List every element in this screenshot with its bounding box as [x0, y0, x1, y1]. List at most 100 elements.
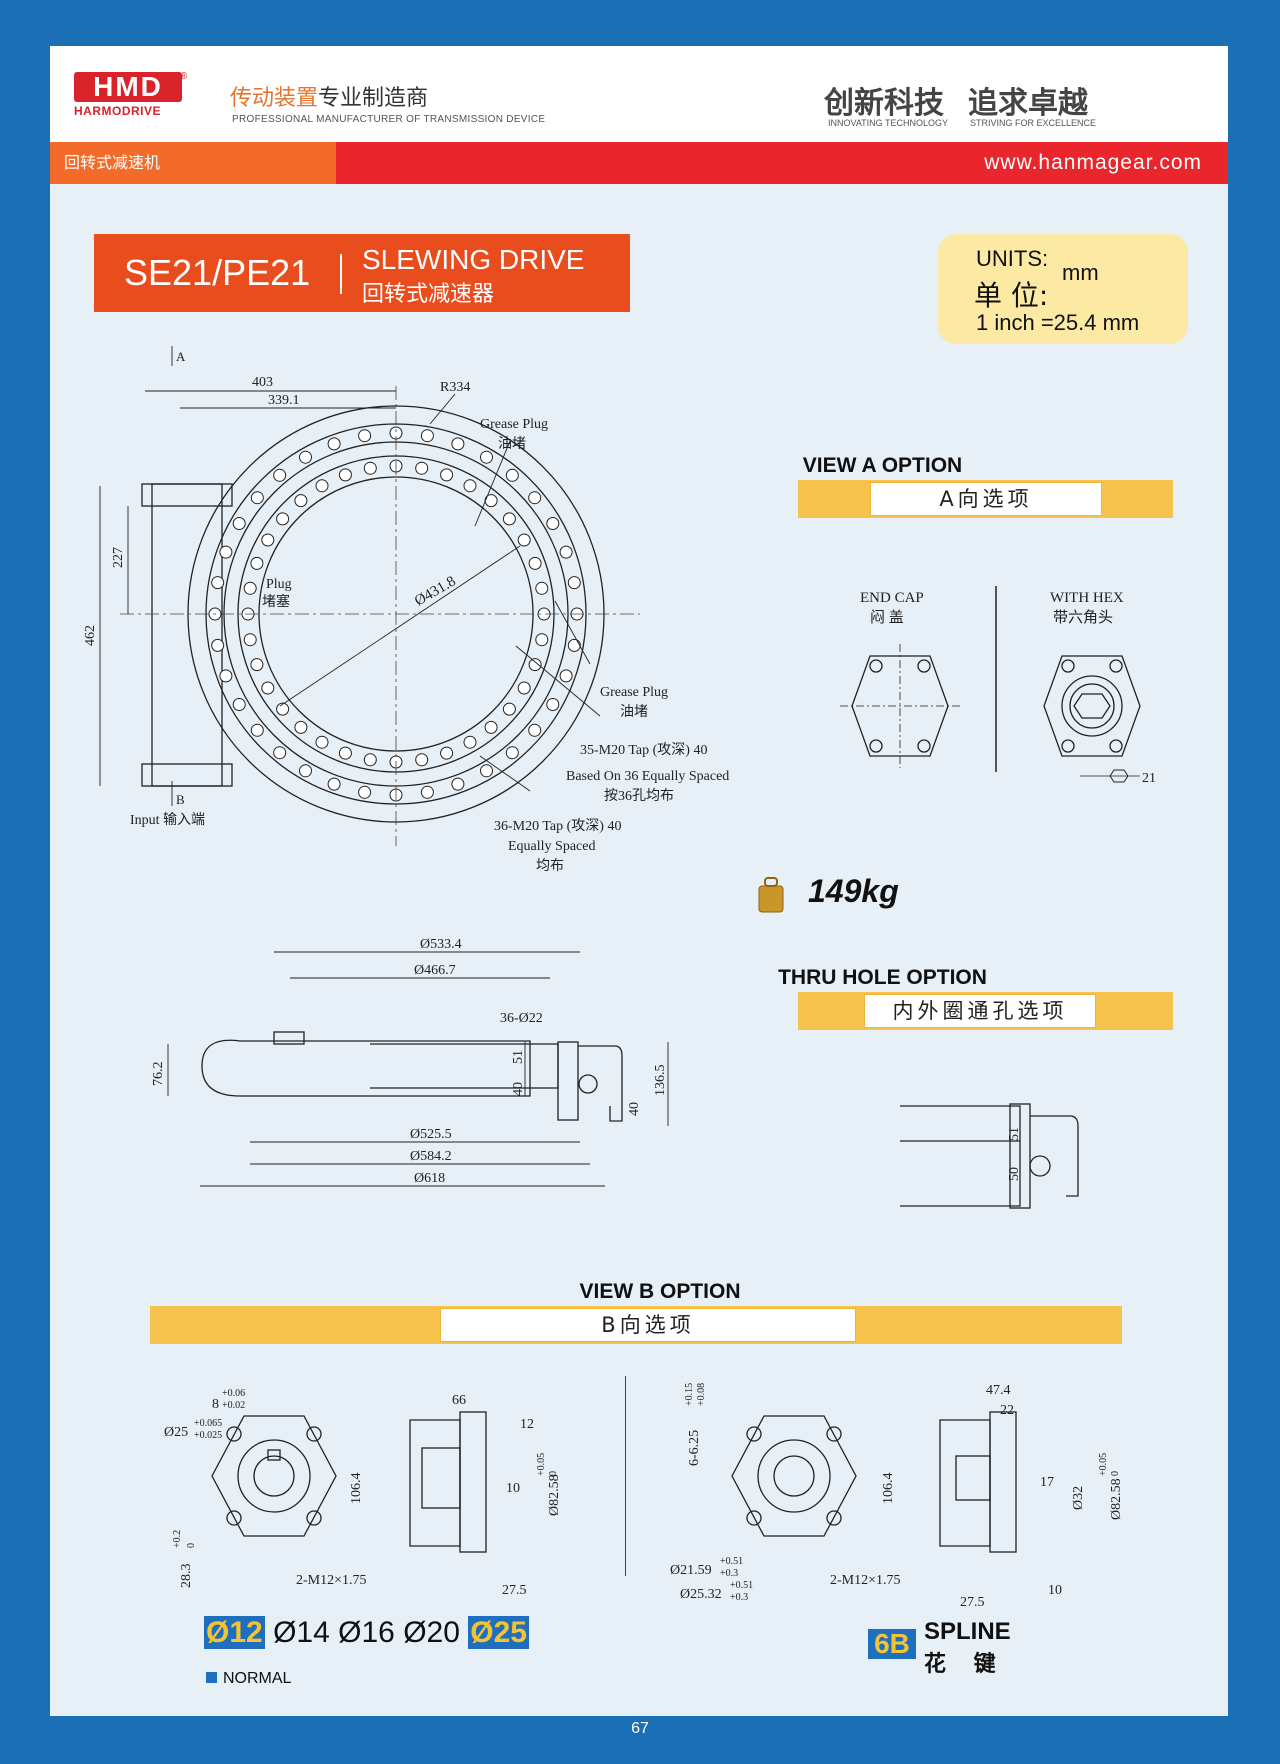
key-height: 28.3 — [179, 1564, 194, 1589]
dim-4667: Ø466.7 — [414, 963, 456, 978]
view-b-spline-drawing: 6-6.25 +0.15 +0.08 Ø21.59 +0.51 +0.3 Ø25… — [670, 1383, 1124, 1606]
pilot-a-tol-upper: +0.05 — [536, 1453, 547, 1476]
website-link[interactable]: www.hanmagear.com — [984, 151, 1202, 174]
worm-housing-outline — [151, 483, 223, 787]
dim-5255: Ø525.5 — [410, 1127, 452, 1142]
inner-bolt-hole — [338, 746, 352, 760]
slogan-innovation-en: INNOVATING TECHNOLOGY — [828, 118, 949, 128]
outer-bolt-hole — [211, 638, 225, 652]
inner-bolt-hole — [502, 512, 516, 526]
category-bar: 回转式减速机 www.hanmagear.com — [50, 142, 1228, 184]
end-cap-flange — [840, 644, 960, 768]
plug-cn: 堵塞 — [262, 593, 290, 610]
width-275-a: 27.5 — [502, 1583, 527, 1598]
thread-spec-a: 2-M12×1.75 — [296, 1573, 367, 1588]
bore-tol-lower: +0.025 — [194, 1430, 222, 1441]
grease-plug-1-cn: 油堵 — [498, 436, 526, 452]
page-number: 67 — [631, 1720, 649, 1737]
height-1064-b: 106.4 — [881, 1473, 896, 1505]
brand-logo: HMD HARMODRIVE — [74, 72, 184, 122]
inner-bolt-hole — [517, 681, 531, 695]
units-label-en: UNITS: — [976, 246, 1049, 271]
dim-36-holes: 36-Ø22 — [500, 1011, 543, 1026]
inner-bolt-hole — [484, 720, 498, 734]
outer-bolt-hole — [358, 785, 372, 799]
major-tol-lower: +0.3 — [730, 1592, 748, 1603]
pilot-b-tol-lower: 0 — [1110, 1471, 1121, 1476]
pilot-diameter-b: Ø82.58 — [1109, 1478, 1124, 1520]
inner-bolt-hole — [535, 581, 549, 595]
units-value: mm — [1062, 260, 1099, 285]
inner-bolt-hole — [261, 681, 275, 695]
with-hex-label-cn: 带六角头 — [1053, 609, 1113, 626]
outer-bolt-hole — [250, 723, 264, 737]
shaft-diameter-32: Ø32 — [1071, 1486, 1086, 1510]
width-275-b: 27.5 — [960, 1595, 985, 1606]
key-width-tol-lower: +0.02 — [222, 1400, 245, 1411]
units-box: UNITS: 单 位: mm 1 inch =25.4 mm — [938, 234, 1188, 344]
grease-plug-2-en: Grease Plug — [600, 685, 668, 700]
view-b-title: VIEW B OPTION — [579, 1280, 741, 1303]
view-b-title-cn: B向选项 — [440, 1308, 856, 1342]
inner-bolt-hole — [415, 753, 429, 767]
inner-bolt-hole — [261, 533, 275, 547]
inner-bolt-hole — [502, 702, 516, 716]
section-view-drawing: Ø533.4 Ø466.7 36-Ø22 76.2 51 40 40 136.5… — [151, 937, 669, 1187]
dim-462: 462 — [83, 625, 98, 646]
major-tol-upper: +0.51 — [730, 1580, 753, 1591]
end-cap-label-en: END CAP — [860, 590, 924, 606]
inner-bolt-hole — [463, 735, 477, 749]
inner-bolt-hole — [528, 658, 542, 672]
inner-bolt-hole — [363, 461, 377, 475]
bore-diameter: Ø25 — [164, 1425, 188, 1440]
spline-side-section — [939, 1411, 1017, 1553]
outer-bolt-hole — [327, 777, 341, 791]
spline-code: 6B — [868, 1629, 916, 1659]
dim-1365: 136.5 — [653, 1065, 668, 1097]
outer-bolt-holes — [208, 426, 584, 802]
pilot-b-tol-upper: +0.05 — [1098, 1453, 1109, 1476]
dim-762: 76.2 — [151, 1062, 166, 1087]
inner-bolt-hole — [294, 494, 308, 508]
spline-label-cn: 花 键 — [924, 1652, 1006, 1677]
grease-leader-2 — [554, 600, 591, 665]
units-conversion: 1 inch =25.4 mm — [976, 310, 1140, 335]
spline-height-tol-upper: +0.15 — [684, 1383, 695, 1406]
hex-size: 21 — [1142, 771, 1156, 786]
dim-403: 403 — [252, 375, 273, 390]
inner-bolt-hole — [528, 556, 542, 570]
dim-diameter-line — [279, 545, 521, 707]
slogan-excellence: 追求卓越 — [968, 86, 1088, 121]
tap-note-2: 36-M20 Tap (攻深) 40 — [494, 818, 621, 834]
height-1064-a: 106.4 — [349, 1473, 364, 1505]
minor-tol-upper: +0.51 — [720, 1556, 743, 1567]
keyed-flange — [211, 1415, 337, 1537]
view-b-keyed-drawing: 8 +0.06 +0.02 Ø25 +0.065 +0.025 28.3 +0.… — [164, 1388, 562, 1598]
outer-bolt-hole — [299, 450, 312, 464]
key-height-tol-upper: +0.2 — [172, 1530, 183, 1548]
thru-hole-drawing: 51 50 — [900, 1103, 1079, 1209]
inner-bolt-holes — [241, 459, 551, 769]
weight-icon — [758, 877, 784, 913]
input-label: Input 输入端 — [130, 812, 205, 828]
pilot-a-tol-lower: 0 — [548, 1471, 559, 1476]
normal-legend: NORMAL — [206, 1670, 291, 1688]
inner-bolt-hole — [315, 479, 329, 493]
slogan-innovation: 创新科技 — [824, 86, 944, 121]
width-12: 12 — [520, 1417, 534, 1432]
outer-bolt-hole — [480, 764, 493, 778]
outer-bolt-hole — [567, 638, 581, 652]
inner-bolt-hole — [415, 461, 429, 475]
key-height-tol-lower: 0 — [186, 1543, 197, 1548]
plug-en: Plug — [266, 577, 292, 592]
minor-tol-lower: +0.3 — [720, 1568, 738, 1579]
outer-bolt-hole — [219, 669, 233, 683]
dim-r334: R334 — [440, 380, 470, 395]
key-width: 8 — [212, 1397, 219, 1412]
model-name-cn: 回转式减速器 — [362, 282, 495, 307]
width-66: 66 — [452, 1393, 466, 1408]
outer-bolt-hole — [273, 468, 287, 482]
shaft-option-25: Ø25 — [468, 1616, 529, 1649]
tap-note-1: 35-M20 Tap (攻深) 40 — [580, 742, 707, 758]
width-22: 22 — [1000, 1403, 1014, 1418]
